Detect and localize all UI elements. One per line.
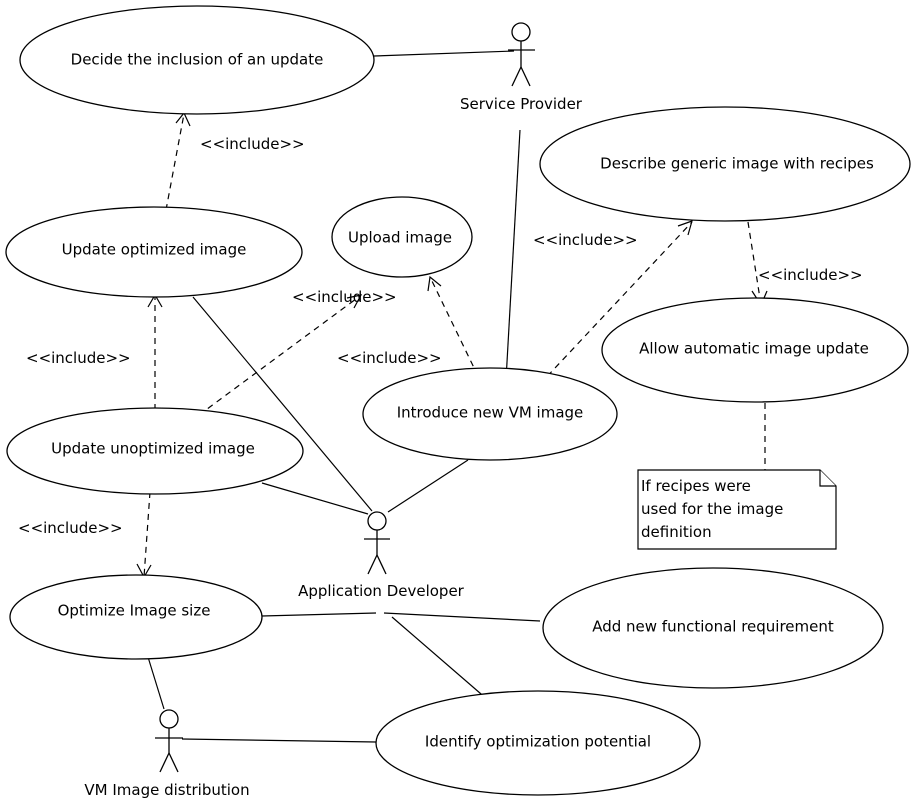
- usecase-label: Decide the inclusion of an update: [71, 51, 324, 69]
- dep-update-optimized-to-decide: [165, 113, 185, 211]
- note-line-2: used for the image: [641, 500, 783, 518]
- actor-leg-left: [511, 66, 522, 87]
- assoc-introduce-app-dev: [387, 459, 469, 513]
- usecase-update-optimized[interactable]: Update optimized image: [5, 206, 303, 298]
- dep-update-unoptimized-to-upload: [198, 295, 361, 416]
- usecase-label: Update optimized image: [62, 241, 247, 259]
- usecase-label: Describe generic image with recipes: [600, 155, 874, 173]
- actor-leg-left: [367, 554, 378, 575]
- actor-head: [367, 511, 387, 531]
- usecase-label: Identify optimization potential: [425, 733, 651, 751]
- usecase-allow-automatic[interactable]: Allow automatic image update: [601, 297, 909, 403]
- arrowhead-upload-left: [346, 294, 363, 309]
- include-label-optimize: <<include>>: [18, 519, 123, 537]
- note-box: [637, 469, 837, 550]
- usecase-optimize-size[interactable]: Optimize Image size: [9, 574, 263, 660]
- assoc-decide-service-provider: [373, 50, 515, 57]
- assoc-service-provider-introduce: [505, 129, 521, 381]
- note-line-1: If recipes were: [641, 477, 751, 495]
- usecase-describe-generic[interactable]: Describe generic image with recipes: [539, 106, 911, 222]
- usecase-label: Upload image: [348, 229, 452, 247]
- actor-head: [159, 709, 179, 729]
- note-line-3: definition: [641, 523, 712, 541]
- usecase-label: Update unoptimized image: [51, 440, 255, 458]
- actor-head: [511, 22, 531, 42]
- dep-update-unoptimized-to-optimize: [143, 491, 151, 578]
- actor-service-provider[interactable]: Service Provider: [460, 22, 583, 113]
- actor-vm-image-distribution[interactable]: VM Image distribution: [84, 709, 250, 799]
- usecase-label: Optimize Image size: [58, 602, 211, 620]
- dep-describe-to-allow: [747, 221, 762, 306]
- note: If recipes were used for the image defin…: [637, 469, 837, 550]
- usecase-label: Introduce new VM image: [397, 404, 584, 422]
- include-label-upload-right: <<include>>: [337, 349, 442, 367]
- actor-label: Application Developer: [298, 582, 465, 600]
- assoc-app-dev-add-requirement: [383, 612, 541, 622]
- dep-introduce-to-upload: [429, 276, 479, 377]
- actor-label: VM Image distribution: [84, 781, 249, 799]
- actor-leg-right: [520, 66, 531, 87]
- assoc-optimize-app-dev: [261, 612, 377, 617]
- usecase-update-unoptimized[interactable]: Update unoptimized image: [6, 407, 304, 495]
- include-label-describe: <<include>>: [533, 231, 638, 249]
- dep-introduce-to-describe: [539, 221, 693, 385]
- usecase-add-requirement[interactable]: Add new functional requirement: [542, 567, 884, 689]
- assoc-update-unoptimized-app-dev: [261, 482, 369, 515]
- actor-application-developer[interactable]: Application Developer: [298, 511, 465, 600]
- usecase-label: Allow automatic image update: [639, 340, 869, 358]
- assoc-app-dev-identify: [391, 616, 489, 701]
- assoc-update-optimized-app-dev: [192, 296, 373, 512]
- actor-leg-right: [376, 554, 387, 575]
- actor-label: Service Provider: [460, 95, 583, 113]
- include-label-decide: <<include>>: [200, 135, 305, 153]
- arrowhead-describe: [677, 220, 693, 236]
- include-label-allow: <<include>>: [758, 266, 863, 284]
- usecase-identify-potential[interactable]: Identify optimization potential: [375, 690, 701, 796]
- assoc-vm-distribution-identify: [181, 738, 377, 743]
- usecase-label: Add new functional requirement: [592, 618, 834, 636]
- assoc-optimize-vm-distribution: [147, 656, 165, 710]
- actor-leg-left: [159, 752, 170, 773]
- usecase-decide-inclusion[interactable]: Decide the inclusion of an update: [19, 5, 375, 115]
- arrowhead-upload-right: [427, 275, 442, 292]
- actor-leg-right: [168, 752, 179, 773]
- include-label-update-optimized: <<include>>: [26, 349, 131, 367]
- usecase-introduce-vm[interactable]: Introduce new VM image: [362, 367, 618, 461]
- usecase-upload-image[interactable]: Upload image: [331, 196, 473, 278]
- include-label-upload-left: <<include>>: [292, 288, 397, 306]
- note-fold: [819, 470, 836, 487]
